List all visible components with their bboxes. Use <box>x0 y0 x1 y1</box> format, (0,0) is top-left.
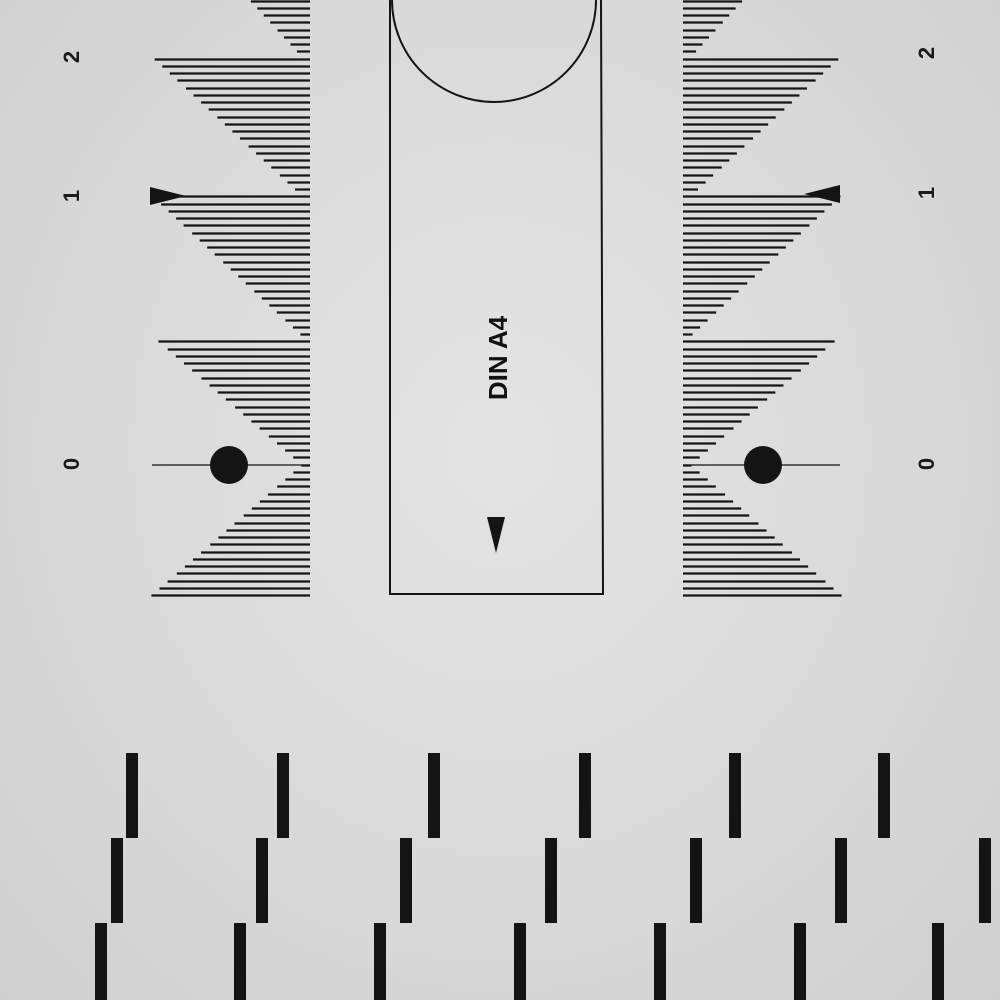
pattern-bar <box>654 923 666 1000</box>
pattern-bar <box>256 838 268 923</box>
right-scale-label-0: 0 <box>914 458 939 470</box>
format-frame: DIN A4 <box>389 0 605 595</box>
pattern-bar <box>690 838 702 923</box>
pattern-bar <box>126 753 138 838</box>
left-scale-label-1: 1 <box>59 190 84 202</box>
pattern-bar <box>545 838 557 923</box>
right-scale-label-1: 1 <box>914 187 939 199</box>
pattern-bar <box>794 923 806 1000</box>
left-scale-label-2: 2 <box>59 51 84 63</box>
left-ruler-scale <box>151 0 310 597</box>
pattern-bar <box>979 838 991 923</box>
pattern-bar <box>878 753 890 838</box>
left-arrow-marker-icon <box>150 187 186 205</box>
frame-arc <box>391 0 597 103</box>
frame-arrow-down-icon <box>487 517 505 553</box>
pattern-bar <box>835 838 847 923</box>
pattern-bar <box>932 923 944 1000</box>
pattern-bar <box>95 923 107 1000</box>
pattern-bar <box>579 753 591 838</box>
pattern-bar <box>234 923 246 1000</box>
pattern-bar <box>277 753 289 838</box>
pattern-bar <box>400 838 412 923</box>
pattern-bar <box>111 838 123 923</box>
pattern-bar <box>428 753 440 838</box>
pattern-bar <box>729 753 741 838</box>
pattern-bar <box>374 923 386 1000</box>
right-arrow-marker-icon <box>804 185 840 203</box>
pattern-bar <box>514 923 526 1000</box>
left-scale-label-0: 0 <box>59 458 84 470</box>
right-scale-label-2: 2 <box>914 47 939 59</box>
resolution-bar-pattern <box>95 753 991 1000</box>
right-ruler-scale <box>683 0 842 597</box>
format-label: DIN A4 <box>483 315 513 400</box>
